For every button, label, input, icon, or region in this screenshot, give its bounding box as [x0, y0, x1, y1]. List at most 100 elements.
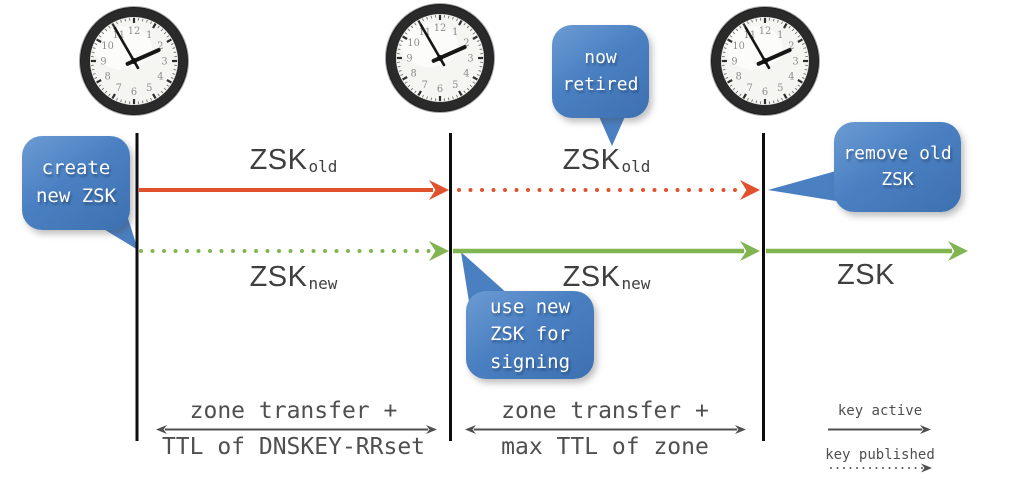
span1-label-line2: TTL of DNSKEY-RRset [161, 434, 426, 460]
clock-tick [111, 93, 116, 99]
clock-tick [417, 90, 422, 96]
clock-numeral: 9 [731, 56, 737, 67]
clock-tick [722, 68, 726, 71]
clock-tick [422, 18, 424, 22]
clock-tick [804, 68, 808, 71]
clock-tick [400, 74, 404, 76]
speech-bubble-use-new-zsk: use new ZSK for signing [466, 291, 594, 379]
clock-tick [172, 73, 176, 75]
clock-tick [173, 51, 177, 54]
clock-ring-edge [710, 6, 820, 116]
clock-tick [152, 93, 157, 99]
clock-numeral: 9 [406, 53, 412, 64]
clock-tick [414, 90, 417, 94]
span2-measure-arrow-head [465, 425, 476, 434]
zsk-label-subscript-new: new [621, 274, 651, 293]
clock-center-dot [131, 58, 137, 64]
clock-tick [120, 99, 122, 103]
clock-tick [777, 99, 779, 103]
clock-numeral: 10 [732, 41, 744, 52]
clock-tick [472, 35, 478, 40]
clock-tick [729, 84, 733, 87]
clock-tick [407, 84, 411, 88]
clock-tick [166, 79, 172, 84]
clock-tick [723, 47, 727, 49]
clock-tick [735, 90, 739, 94]
clock-tick [402, 35, 408, 40]
clock-tick [739, 93, 742, 97]
clock-tick [791, 90, 795, 94]
clock-tick [172, 47, 176, 49]
clock-tick [463, 90, 466, 94]
clock-numeral: 3 [792, 56, 798, 67]
legend-key-active-label: key active [837, 403, 923, 419]
clock-tick [426, 96, 428, 100]
clock-tick [101, 31, 105, 35]
span1-measure-arrow-head [156, 425, 167, 434]
clock-ring-edge [79, 6, 189, 116]
clock-tick [777, 19, 779, 23]
clock-tick [452, 16, 454, 20]
clock-tick [410, 25, 414, 29]
span2-label-line2: max TTL of zone [501, 434, 709, 460]
clock-tick [732, 31, 736, 35]
clock-tick [463, 22, 466, 26]
clock-tick [157, 25, 160, 29]
clock-tick [466, 25, 470, 29]
clock-tick [94, 77, 98, 79]
clock-numeral: 10 [407, 38, 419, 49]
zsk-label-text: ZSK [562, 144, 621, 176]
clock-tick [397, 48, 401, 51]
bubble-now-retired-text: now retired [562, 47, 639, 95]
span2-label-line1: zone transfer + [501, 398, 709, 424]
clock-numeral: 8 [104, 72, 110, 83]
bubble-tail-remove-old-zsk [768, 171, 836, 201]
clock-tick [735, 28, 739, 32]
speech-bubble-now-retired: now retired [552, 25, 649, 118]
clock-tick [166, 38, 172, 43]
zsk-label-subscript-old: old [621, 157, 651, 176]
clock-numeral: 2 [157, 41, 163, 52]
clock-tick [747, 21, 749, 25]
bubble-use-new-zsk-text: use new ZSK for signing [489, 295, 571, 373]
zsk-new-active-arrow-head [740, 241, 760, 261]
clock-tick [722, 51, 726, 54]
clock-numeral: 10 [101, 41, 113, 52]
legend-key-active-arrow-head [920, 425, 931, 434]
clock-tick [781, 21, 783, 25]
clock-tick [755, 18, 758, 22]
clock-center-dot [437, 55, 443, 61]
bubble-tail-now-retired [597, 112, 627, 146]
clock-tick [150, 21, 152, 25]
clock-tick [104, 28, 108, 32]
clock-tick [469, 28, 473, 32]
clock-tick [157, 93, 160, 97]
clock-tick [166, 84, 170, 87]
clock-tick [466, 87, 470, 91]
clock-numeral: 8 [735, 72, 741, 83]
clock-tick [146, 99, 148, 103]
clock-tick [794, 31, 798, 35]
clock-tick [91, 68, 95, 71]
clock-numeral: 4 [157, 72, 163, 83]
span2-measure-arrow-head [735, 425, 746, 434]
clock-tick [469, 84, 473, 88]
clock-tick [101, 87, 105, 91]
clock-tick [725, 43, 729, 45]
analog-clock-icon-2: 121234567891011 [385, 3, 495, 113]
clock-numeral: 5 [452, 80, 458, 91]
clock-numeral: 4 [788, 72, 794, 83]
clock-tick [772, 18, 775, 22]
clock-tick [791, 28, 795, 32]
clock-tick [160, 28, 164, 32]
clock-tick [430, 15, 433, 19]
bubble-remove-old-zsk-text: remove old ZSK [843, 142, 952, 190]
clock-tick [141, 100, 144, 104]
clock-tick [456, 18, 458, 22]
clock-numeral: 12 [759, 26, 771, 37]
clock-tick [476, 74, 480, 76]
clock-tick [732, 87, 736, 91]
